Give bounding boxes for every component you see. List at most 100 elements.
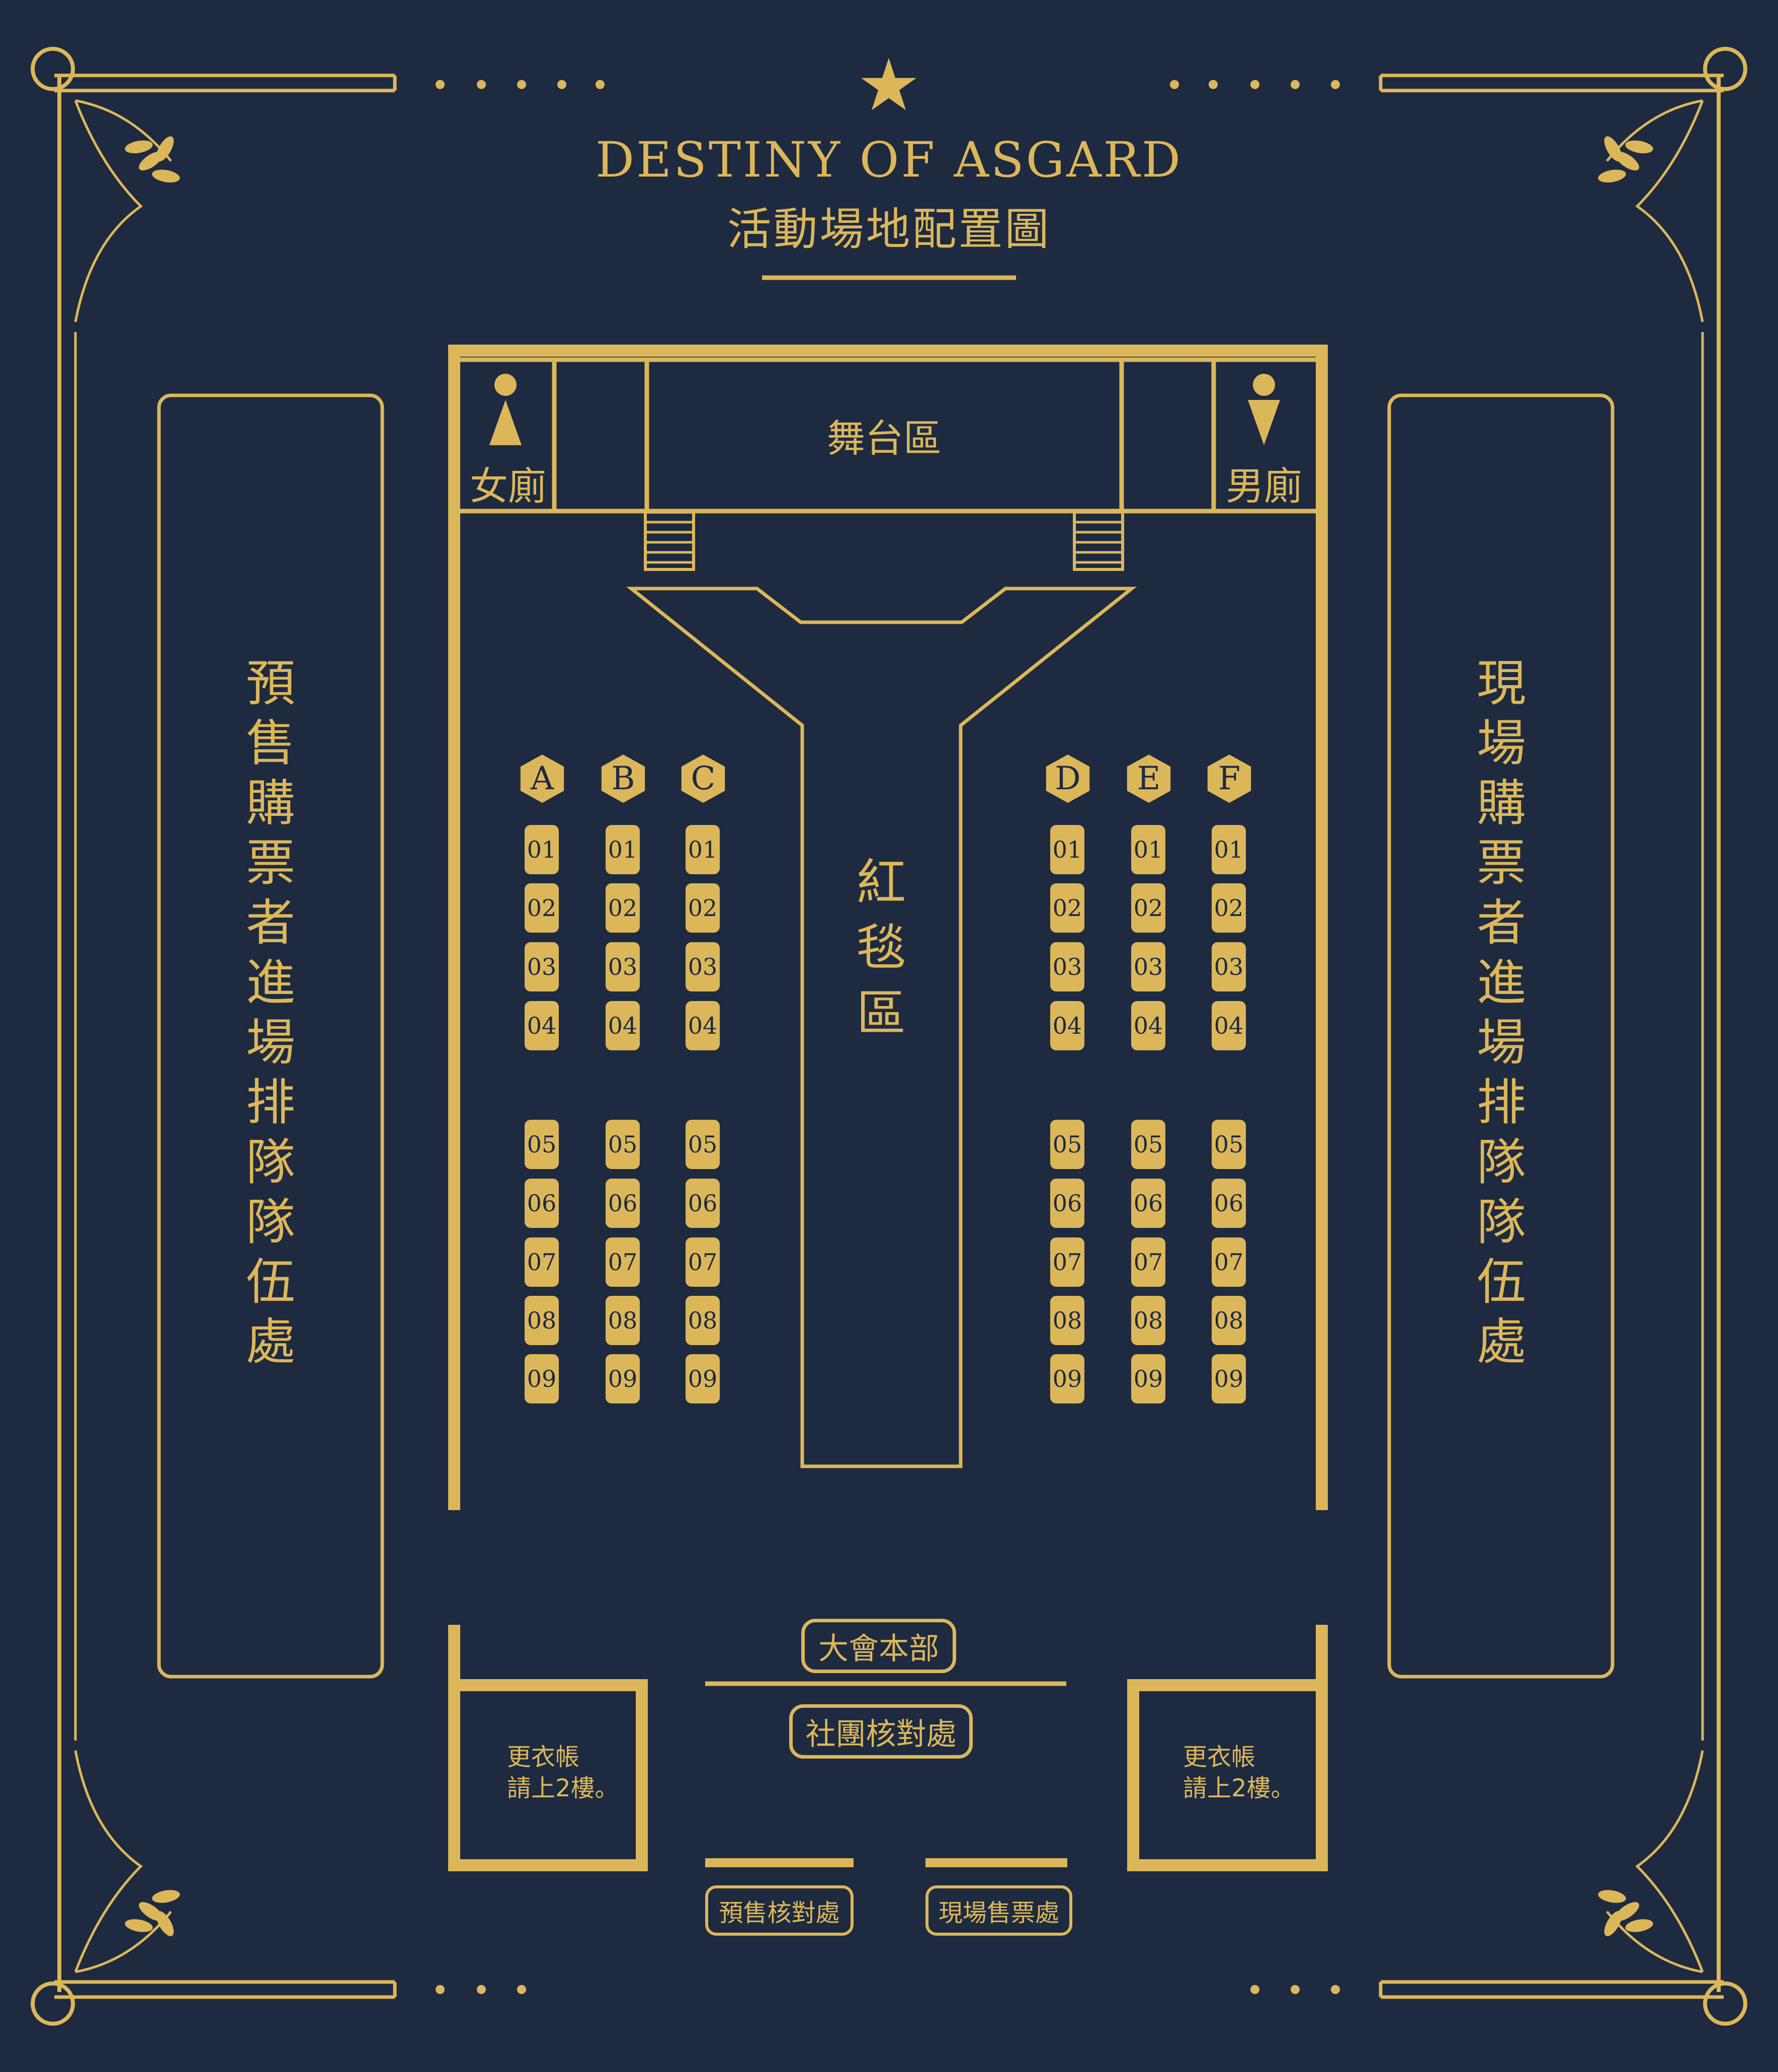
seat: 01 [1050, 825, 1084, 874]
seat: 06 [1212, 1179, 1246, 1228]
seat: 03 [1050, 942, 1084, 991]
queue-char: 伍 [1476, 1254, 1526, 1311]
hq-station-label: 大會本部 [818, 1631, 939, 1667]
changing-room-right-line2: 請上2樓。 [1183, 1774, 1295, 1802]
red-carpet-char: 紅 [856, 854, 906, 911]
men-restroom-icon [1246, 372, 1282, 448]
queue-char: 進 [1476, 954, 1526, 1012]
club-check-station: 社團核對處 [789, 1704, 973, 1759]
seat: 05 [686, 1120, 720, 1169]
queue-char: 預 [245, 655, 295, 712]
seat: 04 [1212, 1001, 1246, 1050]
red-carpet-label: 紅毯區 [851, 850, 911, 1046]
onsite-queue-label: 現場購票者進場排隊隊伍處 [1471, 654, 1532, 1372]
seat: 01 [686, 825, 720, 874]
seat: 08 [606, 1296, 640, 1345]
seat: 09 [1050, 1354, 1084, 1403]
queue-char: 隊 [245, 1194, 295, 1251]
red-carpet-char: 區 [856, 985, 906, 1042]
women-restroom-label: 女廁 [470, 464, 546, 509]
presale-check-station: 預售核對處 [705, 1885, 854, 1936]
seat: 01 [606, 825, 640, 874]
seat: 09 [525, 1354, 559, 1403]
queue-char: 購 [245, 775, 295, 832]
column-label: E [1127, 755, 1171, 803]
seat-column-b: B 01 02 03 04 05 06 07 08 09 [601, 755, 645, 1403]
seat: 07 [606, 1237, 640, 1287]
seat: 09 [606, 1354, 640, 1403]
seat: 05 [606, 1120, 640, 1169]
queue-char: 場 [1476, 1014, 1526, 1071]
queue-char: 處 [245, 1313, 295, 1371]
seat: 06 [606, 1179, 640, 1228]
seat: 04 [525, 1001, 559, 1050]
queue-char: 現 [1476, 655, 1526, 712]
column-label: C [681, 755, 725, 803]
queue-char: 場 [245, 1014, 295, 1071]
onsite-ticket-label: 現場售票處 [938, 1899, 1059, 1927]
queue-char: 處 [1476, 1313, 1526, 1371]
queue-char: 者 [245, 894, 295, 952]
seat: 06 [1131, 1179, 1165, 1228]
seat: 02 [1131, 883, 1165, 933]
seat: 01 [1131, 825, 1165, 874]
changing-room-right: 更衣帳 請上2樓。 [1183, 1742, 1295, 1804]
seat: 08 [525, 1296, 559, 1345]
women-restroom-icon [488, 372, 523, 448]
club-check-label: 社團核對處 [805, 1716, 957, 1752]
red-carpet-char: 毯 [856, 920, 906, 977]
queue-char: 隊 [1476, 1194, 1526, 1251]
seat: 02 [606, 883, 640, 933]
seat: 06 [686, 1179, 720, 1228]
seat: 04 [606, 1001, 640, 1050]
seat: 06 [525, 1179, 559, 1228]
seat: 09 [686, 1354, 720, 1403]
seat: 09 [1131, 1354, 1165, 1403]
queue-char: 隊 [1476, 1134, 1526, 1191]
title-zh: 活動場地配置圖 [727, 203, 1051, 255]
seat: 01 [525, 825, 559, 874]
changing-room-right-line1: 更衣帳 [1183, 1743, 1256, 1771]
queue-char: 伍 [245, 1254, 295, 1311]
queue-char: 售 [245, 715, 295, 772]
seat: 01 [1212, 825, 1246, 874]
seat: 07 [1050, 1237, 1084, 1287]
column-label: F [1207, 755, 1251, 803]
changing-room-left: 更衣帳 請上2樓。 [507, 1742, 619, 1804]
changing-room-left-line1: 更衣帳 [507, 1743, 580, 1771]
queue-char: 排 [1476, 1074, 1526, 1131]
queue-char: 票 [1476, 835, 1526, 892]
seat: 02 [686, 883, 720, 933]
queue-char: 場 [1476, 715, 1526, 772]
queue-char: 者 [1476, 894, 1526, 952]
queue-char: 購 [1476, 775, 1526, 832]
seat: 07 [1212, 1237, 1246, 1287]
seat: 07 [1131, 1237, 1165, 1287]
seat: 04 [686, 1001, 720, 1050]
seat: 08 [1131, 1296, 1165, 1345]
seat: 05 [1212, 1120, 1246, 1169]
stage-label: 舞台區 [827, 416, 942, 461]
queue-char: 排 [245, 1074, 295, 1131]
seat: 03 [525, 942, 559, 991]
seat: 02 [525, 883, 559, 933]
column-label: B [601, 755, 645, 803]
title-en: DESTINY OF ASGARD [596, 132, 1182, 188]
seat: 07 [686, 1237, 720, 1287]
seat: 03 [606, 942, 640, 991]
seat: 02 [1050, 883, 1084, 933]
queue-char: 進 [245, 954, 295, 1012]
seat: 06 [1050, 1179, 1084, 1228]
seat: 02 [1212, 883, 1246, 933]
seat: 05 [1131, 1120, 1165, 1169]
queue-char: 票 [245, 835, 295, 892]
seat: 08 [686, 1296, 720, 1345]
seat: 08 [1212, 1296, 1246, 1345]
column-label: D [1046, 755, 1090, 803]
